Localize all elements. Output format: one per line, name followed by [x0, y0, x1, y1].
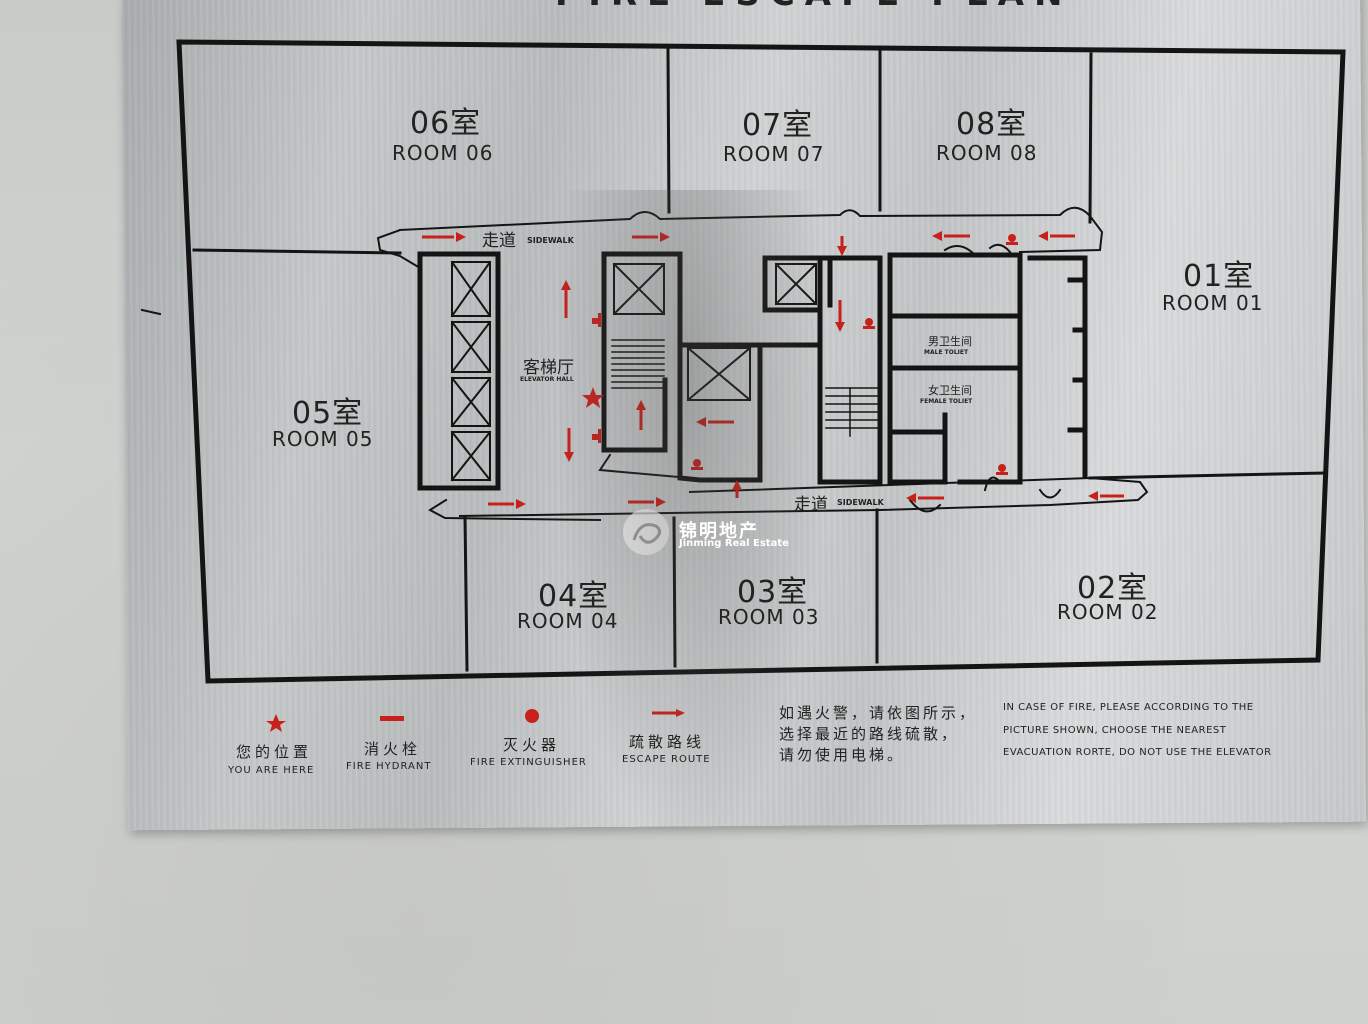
service-elevator: [613, 263, 665, 315]
legend-escape-route-cn: 疏散路线: [629, 733, 706, 751]
wall: [666, 48, 671, 214]
freight-elevator: [687, 347, 751, 401]
notice-cn-line2: 选择最近的路线硫散，: [779, 725, 960, 743]
stairs-left: [611, 339, 665, 389]
outer-frame: [176, 39, 1346, 684]
core-right: [757, 255, 883, 485]
elevator-hall-cn: 客梯厅: [523, 358, 574, 378]
sidewalk-top-cn: 走道: [482, 231, 516, 251]
toilet-block: [887, 252, 1088, 485]
legend-you-are-here-en: YOU ARE HERE: [228, 765, 315, 776]
watermark-logo: [623, 509, 669, 555]
legend-extinguisher-icon: [525, 709, 539, 723]
corridor-top: [376, 206, 1104, 270]
room-01-en: ROOM 01: [1162, 291, 1264, 315]
male-toilet-cn: 男卫生间: [928, 335, 972, 348]
room-01-cn: 01室: [1183, 259, 1255, 294]
room-04-en: ROOM 04: [517, 609, 619, 633]
legend-escape-route-en: ESCAPE ROUTE: [622, 754, 711, 765]
female-toilet-en: FEMALE TOLIET: [920, 398, 973, 405]
room-03-cn: 03室: [737, 575, 809, 610]
room-02-en: ROOM 02: [1057, 600, 1159, 624]
wall: [672, 516, 677, 668]
stairs-right: [825, 387, 879, 437]
legend-star-icon: [266, 714, 286, 732]
legend-extinguisher-cn: 灭火器: [503, 736, 561, 754]
room-08-en: ROOM 08: [936, 141, 1038, 165]
room-04-cn: 04室: [538, 579, 610, 614]
room-02-cn: 02室: [1077, 571, 1149, 606]
legend-hydrant-cn: 消火栓: [364, 740, 422, 758]
legend-hydrant-icon: [380, 716, 404, 721]
elevator-hall-en: ELEVATOR HALL: [520, 376, 574, 383]
sidewalk-top-en: SIDEWALK: [527, 236, 574, 245]
extinguisher-markers: [592, 234, 1018, 475]
room-07-en: ROOM 07: [723, 142, 825, 166]
wall: [1088, 52, 1093, 224]
notice-en-line1: IN CASE OF FIRE, PLEASE ACCORDING TO THE: [1003, 702, 1254, 713]
elevator-right: [775, 263, 817, 305]
wall: [1088, 471, 1326, 480]
notice-cn-line3: 请勿使用电梯。: [779, 746, 906, 764]
legend-extinguisher-en: FIRE EXTINGUISHER: [470, 757, 587, 768]
watermark-en: Jinming Real Estate: [679, 538, 789, 549]
room-08-cn: 08室: [956, 107, 1028, 142]
female-toilet-cn: 女卫生间: [928, 384, 972, 397]
room-06-cn: 06室: [410, 106, 482, 141]
notice-en-line3: EVACUATION RORTE, DO NOT USE THE ELEVATO…: [1003, 747, 1272, 758]
notice-cn-line1: 如遇火警，请依图所示，: [779, 704, 978, 722]
you-are-here-star: [582, 387, 604, 408]
notice-en-line2: PICTURE SHOWN, CHOOSE THE NEAREST: [1003, 725, 1227, 736]
room-07-cn: 07室: [742, 108, 814, 143]
escape-arrows: [422, 231, 1124, 509]
watermark-cn: 锦明地产: [679, 521, 759, 542]
elevator-bank: [417, 251, 501, 491]
sidewalk-bottom-en: SIDEWALK: [837, 498, 884, 507]
male-toilet-en: MALE TOLIET: [924, 349, 969, 356]
plate-title: FIRE ESCAPE PLAN: [555, 0, 1072, 14]
sidewalk-bottom-cn: 走道: [794, 495, 828, 515]
photographer-reflection: [560, 190, 820, 830]
wall: [192, 248, 402, 255]
room-03-en: ROOM 03: [718, 605, 820, 629]
legend-hydrant-en: FIRE HYDRANT: [346, 761, 432, 772]
room-05-en: ROOM 05: [272, 427, 374, 451]
legend-you-are-here-cn: 您的位置: [236, 743, 313, 761]
room-05-cn: 05室: [292, 396, 364, 431]
room-06-en: ROOM 06: [392, 141, 494, 165]
corridor-bottom: [428, 476, 1149, 522]
wall: [463, 516, 469, 672]
